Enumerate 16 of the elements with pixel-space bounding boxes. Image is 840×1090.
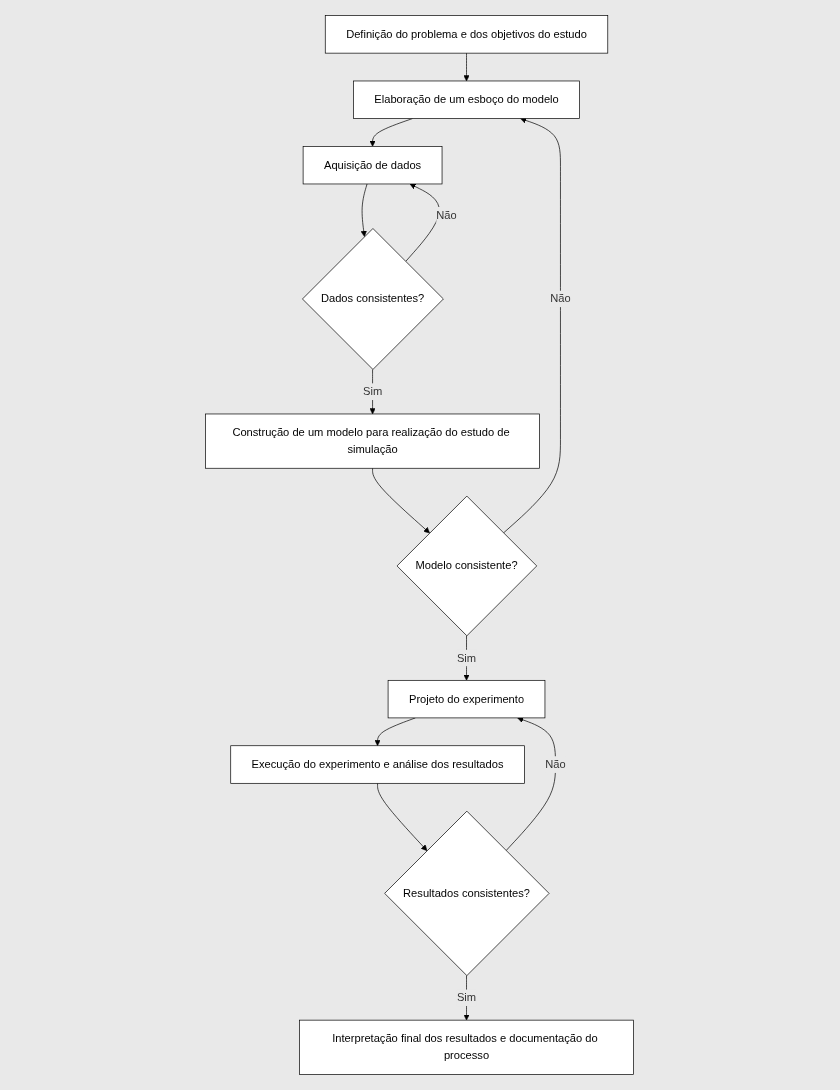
edge-label: Não xyxy=(545,758,567,771)
edge-label: Não xyxy=(550,292,572,305)
edge-label: Sim xyxy=(457,651,477,664)
node-diamond: Modelo consistente? xyxy=(397,495,538,637)
node-box: Elaboração de um esboço do modelo xyxy=(353,80,581,119)
node-box: Construção de um modelo para realização do estudo de simulação xyxy=(205,413,541,469)
node-diamond: Dados consistentes? xyxy=(302,228,445,370)
node-box: Interpretação final dos resultados e documentação do processo xyxy=(299,1019,635,1075)
edge-label: Sim xyxy=(363,385,383,398)
node-box: Definição do problema e dos objetivos do estudo xyxy=(325,15,609,54)
node-diamond: Resultados consistentes? xyxy=(384,810,550,976)
node-box: Projeto do experimento xyxy=(388,680,546,719)
edge-label: Não xyxy=(436,209,458,221)
edge-label: Sim xyxy=(457,991,477,1004)
node-box: Aquisição de dados xyxy=(303,146,443,185)
node-box: Execução do experimento e análise dos resultados xyxy=(230,745,526,784)
